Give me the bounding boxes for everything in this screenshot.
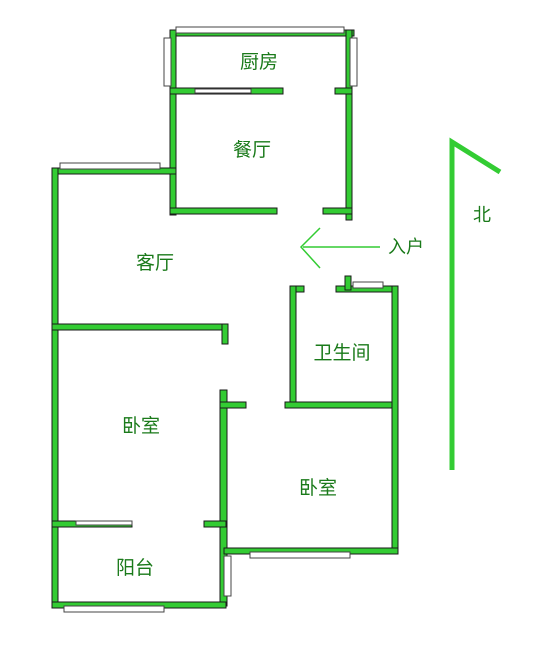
label-entrance: 入户 (388, 237, 424, 258)
wall-kitchen-left (169, 29, 177, 216)
labels: 厨房 餐厅 客厅 卫生间 卧室 卧室 阳台 入户 北 (116, 51, 491, 579)
wall-bath-bottom (284, 401, 399, 409)
label-dining: 餐厅 (233, 139, 271, 161)
wall-kitchen-dining-right (334, 87, 353, 95)
window-living (59, 162, 161, 170)
wall-bedroom-balcony-right (203, 520, 227, 528)
window-balcony-side (223, 555, 232, 597)
label-kitchen: 厨房 (240, 51, 278, 73)
window-balcony-bottom (63, 605, 165, 613)
window-kitchen-top (175, 26, 345, 34)
wall-outer-left (51, 167, 59, 609)
window-bedroom-right (249, 551, 351, 559)
label-bedroom-right: 卧室 (299, 477, 337, 499)
wall-bath-entry-post (344, 275, 352, 291)
window-kitchen-left (163, 37, 172, 87)
entrance-arrow-head (299, 227, 321, 269)
label-balcony: 阳台 (116, 557, 154, 579)
wall-bath-left (289, 285, 297, 409)
entrance-arrow (299, 227, 380, 269)
window-kitchen-right (349, 37, 358, 87)
wall-dining-bottom (169, 207, 278, 215)
wall-kitchen-right (345, 29, 353, 221)
window-bedroom-balcony (75, 520, 133, 526)
label-living: 客厅 (136, 252, 174, 274)
label-north: 北 (473, 205, 491, 226)
windows (59, 26, 384, 613)
window-bath (352, 281, 384, 289)
wall-living-bedroom-stub (221, 323, 229, 345)
window-dining (194, 88, 252, 94)
wall-living-bedroom (51, 323, 229, 331)
wall-dining-bottom-right (322, 207, 353, 215)
label-bathroom: 卫生间 (313, 342, 370, 364)
north-arrow (449, 137, 502, 470)
wall-bedroom-door-stub (219, 401, 247, 409)
wall-east (391, 285, 399, 555)
label-bedroom-left: 卧室 (122, 415, 160, 437)
